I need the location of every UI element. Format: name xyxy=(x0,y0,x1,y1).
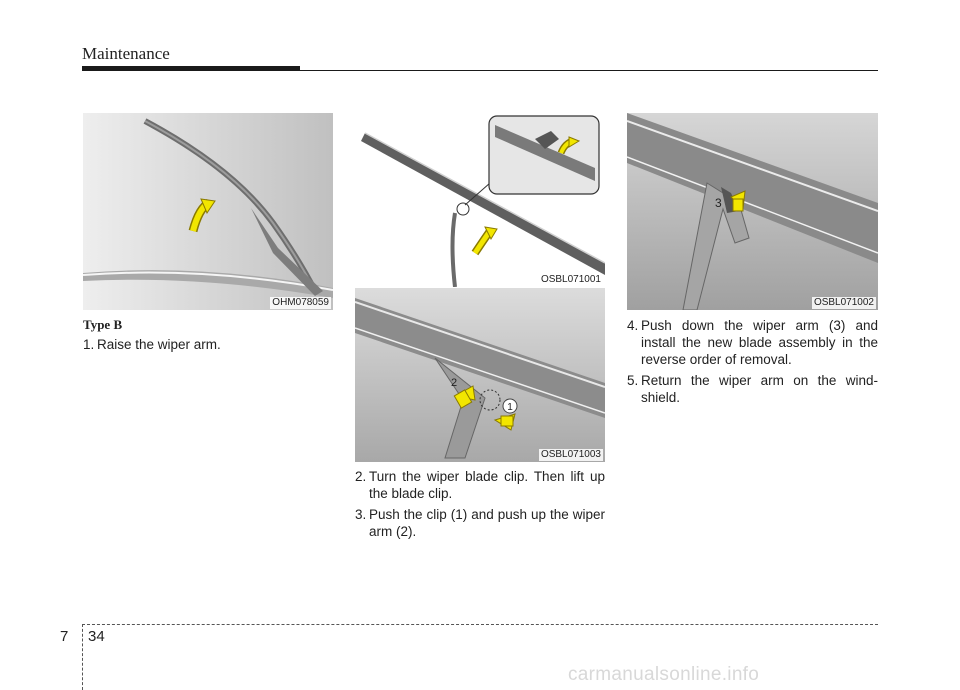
step-text: Return the wiper arm on the wind-shield. xyxy=(641,373,878,405)
callout-1: 1 xyxy=(507,402,513,413)
section-title: Maintenance xyxy=(82,44,170,63)
step-4: 4. Push down the wiper arm (3) and insta… xyxy=(627,317,878,368)
step-number: 3. xyxy=(355,507,367,522)
callout-3: 3 xyxy=(715,196,722,210)
step-text: Turn the wiper blade clip. Then lift up … xyxy=(369,469,605,501)
callout-2: 2 xyxy=(451,377,457,389)
figure-code-1: OHM078059 xyxy=(270,297,331,309)
header-bar xyxy=(82,66,300,71)
figure-push-down-arm: 3 OSBL071002 xyxy=(627,113,878,310)
push-down-arm-illustration: 3 xyxy=(627,113,878,310)
figure-turn-blade-clip: OSBL071001 xyxy=(355,113,605,287)
figure-push-clip: 1 2 OSBL071003 xyxy=(355,288,605,462)
wiper-arm-illustration xyxy=(83,113,333,310)
step-number: 5. xyxy=(627,373,639,388)
step-1: 1. Raise the wiper arm. xyxy=(83,336,333,353)
step-5: 5. Return the wiper arm on the wind-shie… xyxy=(627,372,878,406)
header-rule xyxy=(300,70,878,71)
blade-clip-illustration xyxy=(355,113,605,287)
watermark-text: carmanualsonline.info xyxy=(568,664,760,685)
figure-code-4: OSBL071002 xyxy=(811,297,876,309)
step-number: 1. xyxy=(83,337,95,352)
page-number: 34 xyxy=(88,628,105,645)
footer-rule xyxy=(82,624,878,625)
push-clip-illustration: 1 2 xyxy=(355,288,605,462)
footer-divider xyxy=(82,624,83,690)
chapter-number: 7 xyxy=(60,628,69,645)
figure-code-2: OSBL071001 xyxy=(538,274,603,286)
step-text: Raise the wiper arm. xyxy=(97,337,221,352)
step-text: Push down the wiper arm (3) and install … xyxy=(641,318,878,367)
step-text: Push the clip (1) and push up the wiper … xyxy=(369,507,605,539)
step-2: 2. Turn the wiper blade clip. Then lift … xyxy=(355,468,605,502)
step-number: 2. xyxy=(355,469,367,484)
figure-raise-wiper-arm: OHM078059 xyxy=(83,113,333,310)
type-heading: Type B xyxy=(83,317,123,332)
step-3: 3. Push the clip (1) and push up the wip… xyxy=(355,506,605,540)
figure-code-3: OSBL071003 xyxy=(538,449,603,461)
step-number: 4. xyxy=(627,318,639,333)
